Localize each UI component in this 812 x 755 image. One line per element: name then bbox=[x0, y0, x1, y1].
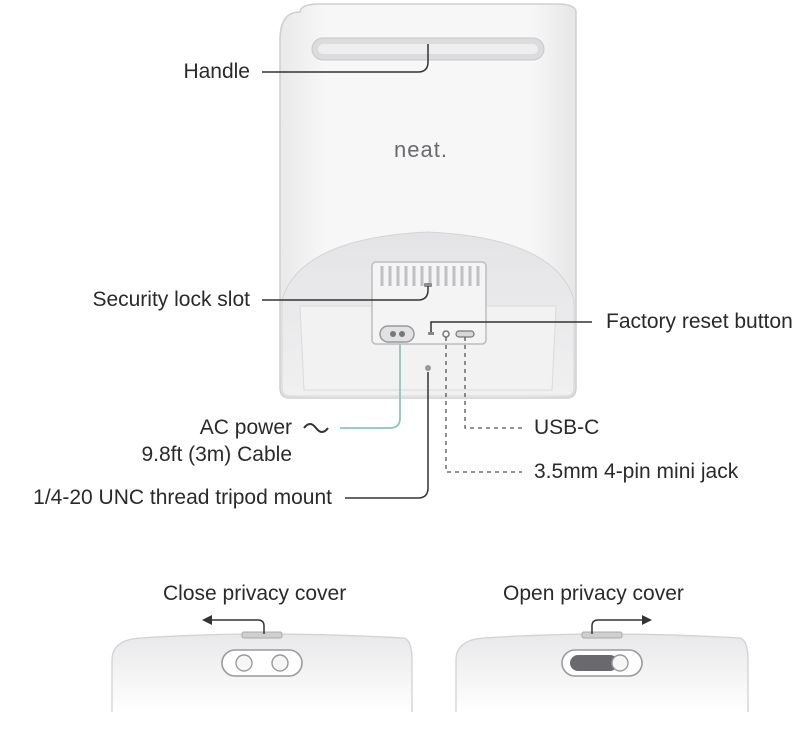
ac-tilde-icon bbox=[303, 423, 329, 433]
open-privacy-cover-label: Open privacy cover bbox=[503, 582, 684, 605]
ac-power-socket bbox=[379, 325, 415, 343]
usb-c-port bbox=[455, 330, 475, 338]
security-lock-slot bbox=[424, 283, 432, 287]
factory-reset-button-label: Factory reset button bbox=[606, 310, 793, 333]
dashed-leader-lines bbox=[445, 337, 522, 473]
security-lock-slot-label: Security lock slot bbox=[92, 288, 250, 311]
open-arrow-head-icon bbox=[642, 615, 652, 625]
ac-power-label: AC power bbox=[199, 416, 292, 439]
privacy-device-open bbox=[455, 631, 749, 712]
cable-length-label: 9.8ft (3m) Cable bbox=[141, 443, 292, 466]
close-arrow-icon bbox=[208, 619, 265, 634]
ac-power-line bbox=[340, 344, 401, 429]
close-privacy-cover-label: Close privacy cover bbox=[163, 582, 347, 605]
port-block bbox=[371, 261, 487, 345]
mini-jack-label: 3.5mm 4-pin mini jack bbox=[534, 460, 739, 483]
open-arrow-icon bbox=[591, 619, 646, 634]
reset-button bbox=[428, 332, 434, 335]
leader-lines bbox=[262, 44, 592, 499]
privacy-device-closed bbox=[111, 631, 413, 712]
close-arrow-head-icon bbox=[202, 615, 212, 625]
tripod-mount-label: 1/4-20 UNC thread tripod mount bbox=[33, 486, 332, 509]
tripod-mount-hole bbox=[425, 365, 431, 371]
handle-label: Handle bbox=[183, 60, 250, 83]
device-brand-logo: neat. bbox=[394, 137, 448, 162]
usb-c-label: USB-C bbox=[534, 416, 600, 439]
